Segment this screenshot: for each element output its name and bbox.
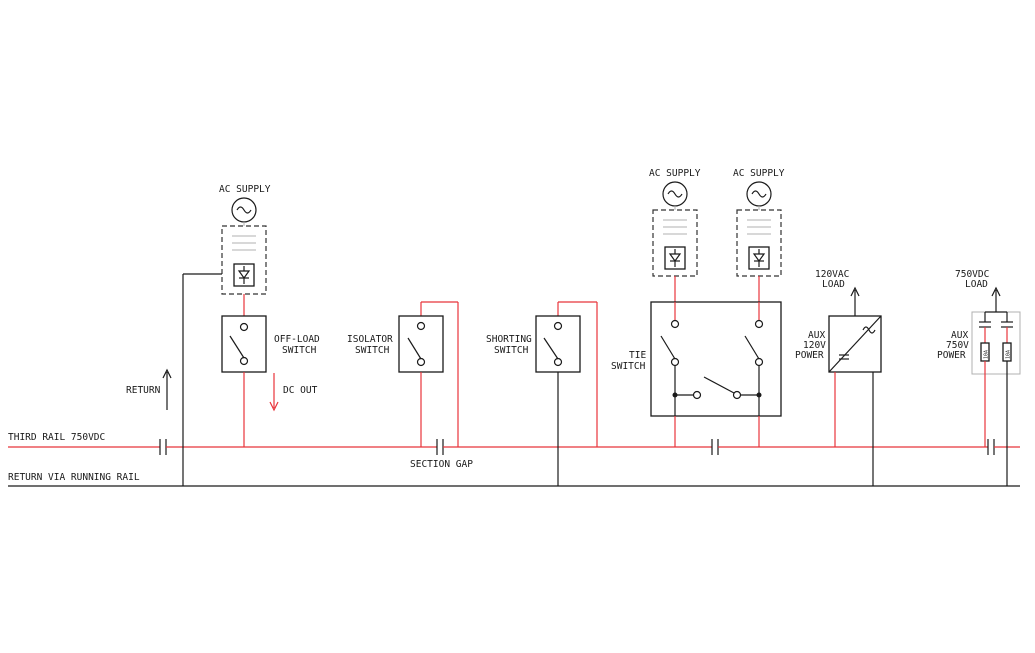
shorting-switch-label: SHORTING SWITCH: [486, 334, 538, 356]
rectifier-unit-1: AC SUPPLY: [182, 184, 271, 486]
tie-switch-label: TIE SWITCH: [611, 350, 652, 372]
aux-120v-unit: [828, 286, 882, 486]
third-rail: [8, 439, 1020, 455]
ac-supply-label-3: AC SUPPLY: [733, 168, 785, 179]
shorting-switch-unit: [535, 301, 598, 486]
rectifier-icon: [664, 246, 686, 270]
section-gap-label: SECTION GAP: [410, 459, 473, 470]
rectifier-unit-3: AC SUPPLY: [733, 168, 785, 302]
return-label: RETURN: [126, 385, 161, 396]
rectifier-icon: [233, 263, 255, 287]
dc-out-label: DC OUT: [283, 385, 318, 396]
isolator-switch-unit: [398, 301, 459, 447]
fuse-label-1: 10A: [984, 350, 990, 359]
isolator-switch-label: ISOLATOR SWITCH: [347, 334, 399, 356]
tie-switch-unit: [650, 301, 782, 447]
fuse-label-2: 10A: [1006, 350, 1012, 359]
return-arrow: [162, 368, 172, 410]
aux-750v-enclosure: [971, 311, 1021, 375]
ac-supply-label-1: AC SUPPLY: [219, 184, 271, 195]
aux-750v-unit: 10A 10A: [971, 286, 1021, 486]
rectifier-unit-2: AC SUPPLY: [649, 168, 701, 302]
ac-supply-label-2: AC SUPPLY: [649, 168, 701, 179]
load-120vac-label: 120VAC LOAD: [815, 269, 855, 290]
third-rail-label: THIRD RAIL 750VDC: [8, 432, 105, 443]
rectifier-icon: [748, 246, 770, 270]
load-750vdc-label: 750VDC LOAD: [955, 269, 995, 290]
aux-120v-label: AUX 120V POWER: [795, 330, 832, 361]
return-rail-label: RETURN VIA RUNNING RAIL: [8, 472, 140, 483]
aux-750v-label: AUX 750V POWER: [937, 330, 975, 361]
offload-switch-label: OFF-LOAD SWITCH: [274, 334, 326, 356]
dc-out-arrow: [269, 373, 279, 412]
